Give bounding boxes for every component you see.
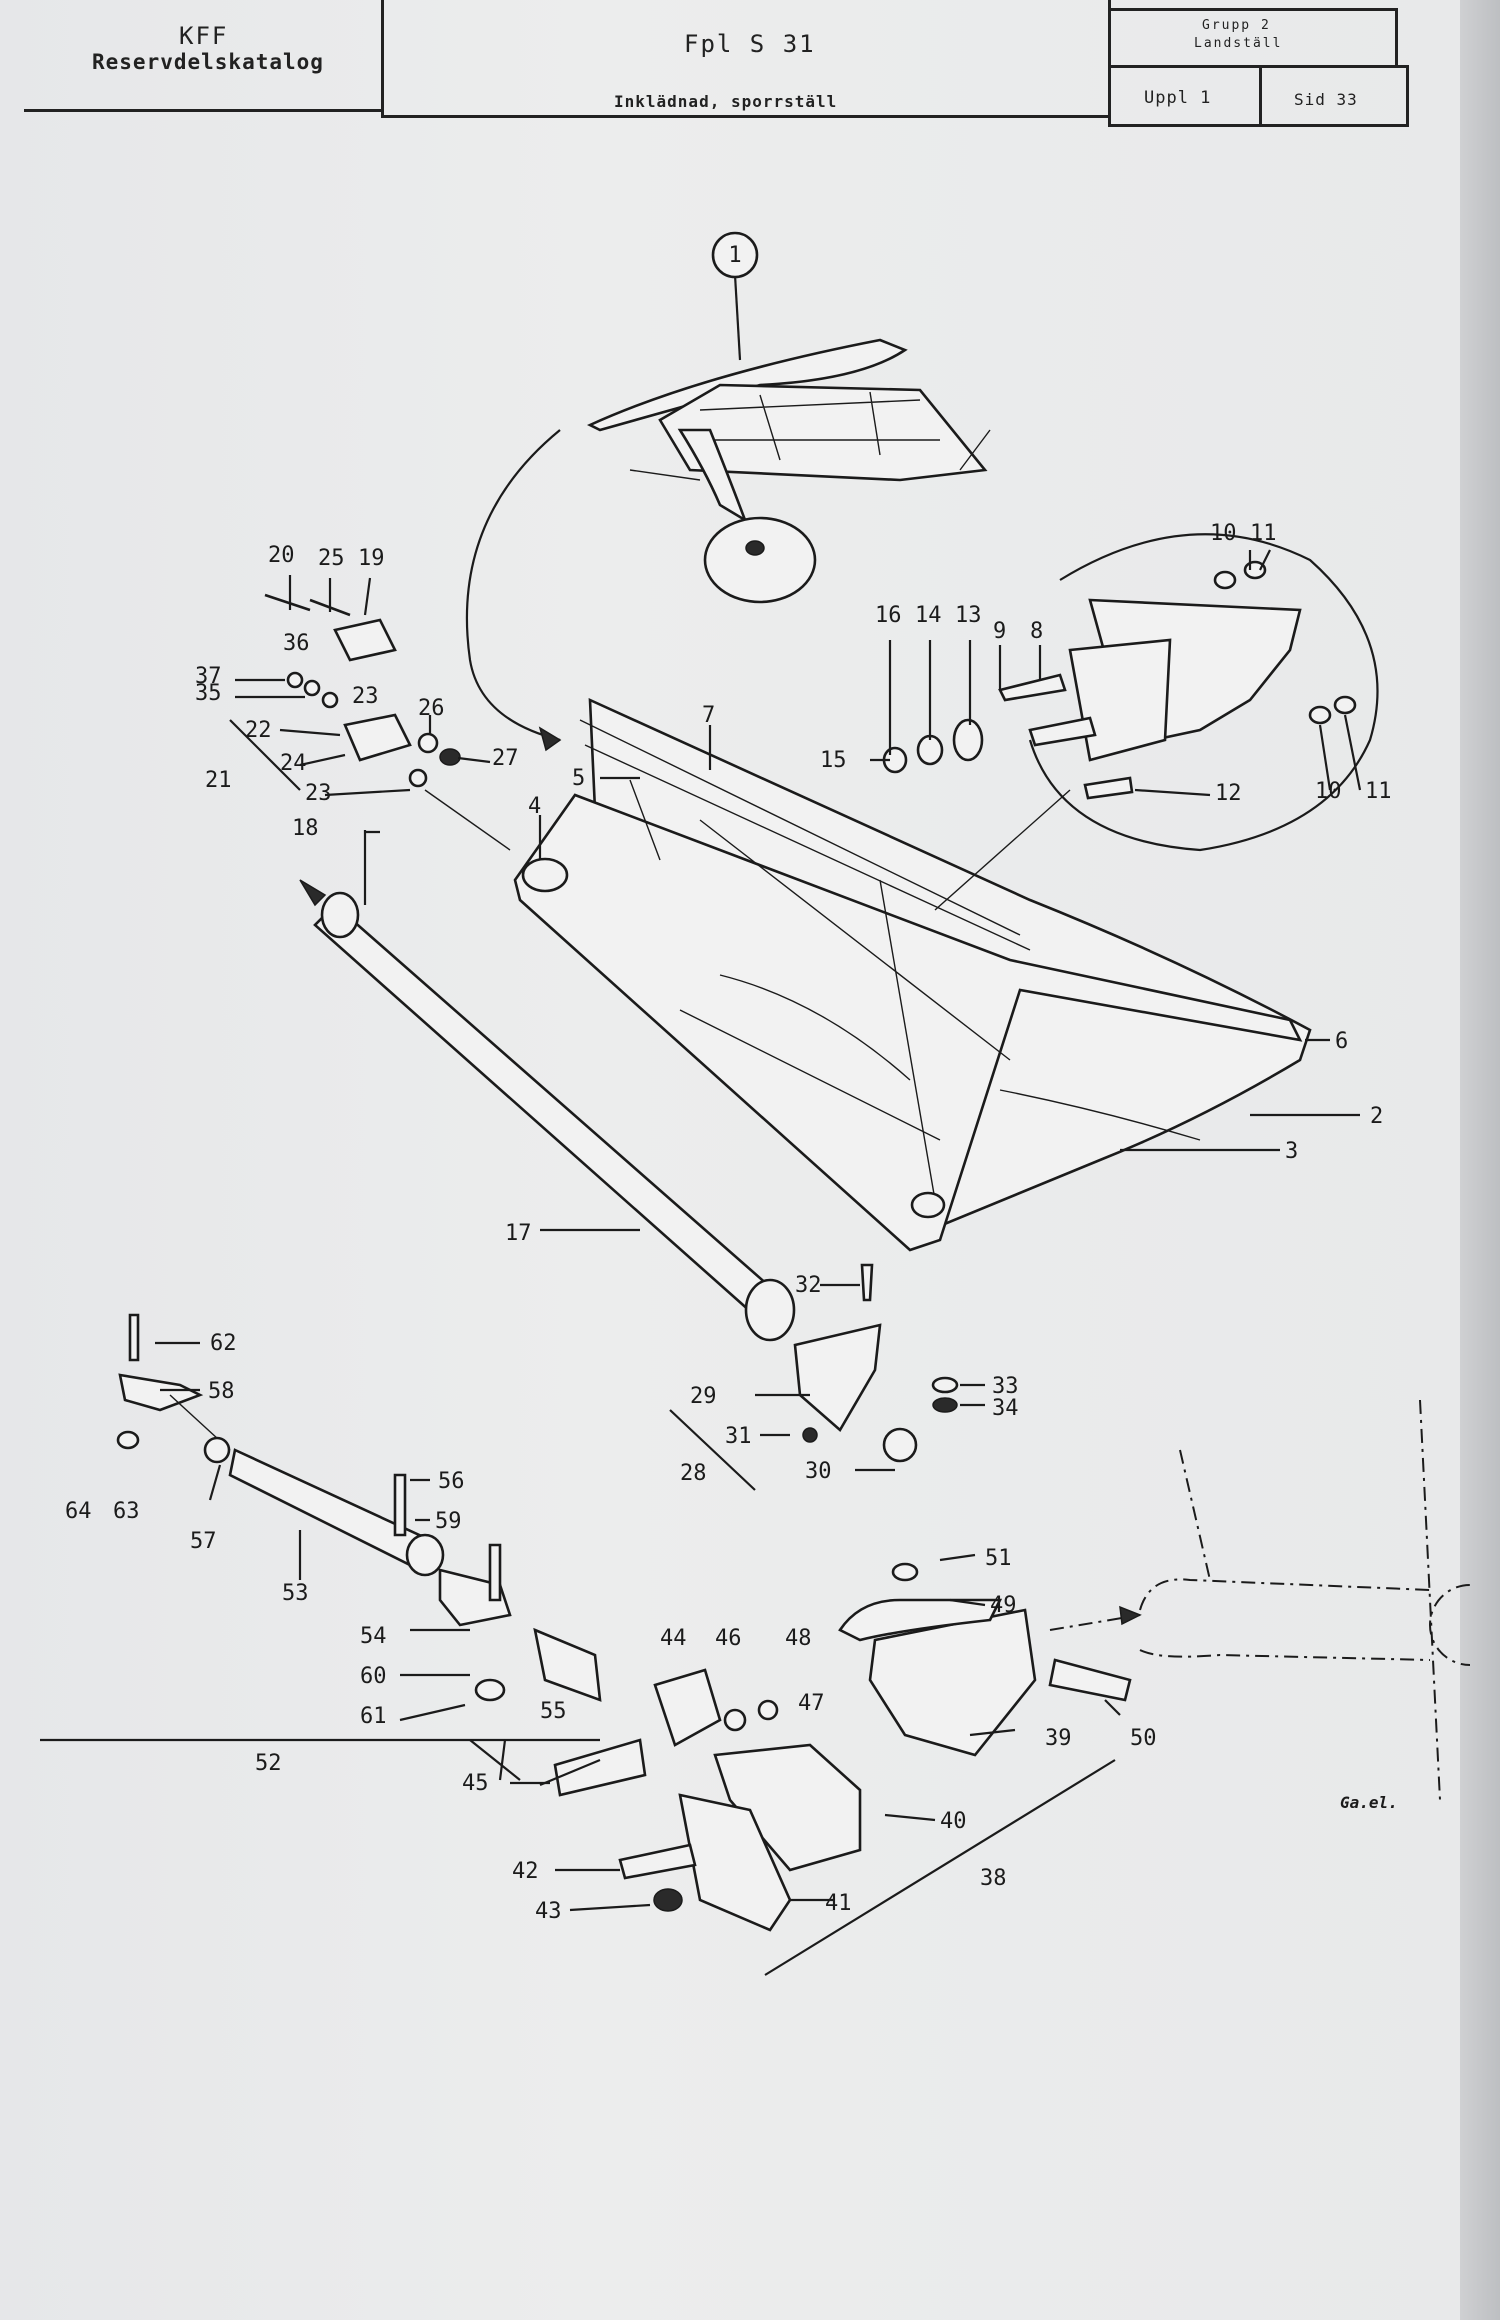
callout-44: 44 — [660, 1626, 687, 1651]
bracket-hardware-upper — [264, 593, 511, 851]
page-edge — [1460, 0, 1500, 2320]
callout-26: 26 — [418, 696, 445, 721]
callout-52: 52 — [255, 1751, 282, 1776]
catalog-title: Reservdelskatalog — [92, 50, 324, 74]
callout-25: 25 — [318, 546, 345, 571]
hinge-detail — [882, 533, 1379, 911]
callout-39: 39 — [1045, 1726, 1072, 1751]
callout-54: 54 — [360, 1624, 387, 1649]
callout-43: 43 — [535, 1899, 562, 1924]
callout-38: 38 — [980, 1866, 1007, 1891]
callout-7: 7 — [702, 703, 715, 728]
callout-1: 1 — [728, 243, 741, 268]
callout-10-bottom: 10 — [1315, 779, 1342, 804]
callout-61: 61 — [360, 1704, 387, 1729]
callout-49: 49 — [990, 1593, 1017, 1618]
callout-1-circle — [711, 231, 759, 279]
callout-36: 36 — [283, 631, 310, 656]
callout-20: 20 — [268, 543, 295, 568]
fuselage-reference-outline — [1049, 1399, 1470, 1801]
callout-10-top: 10 — [1210, 521, 1237, 546]
section-description: Inklädnad, sporrställ — [614, 92, 838, 111]
callout-16: 16 — [875, 603, 902, 628]
callout-23-top: 23 — [352, 684, 379, 709]
callout-50: 50 — [1130, 1726, 1157, 1751]
callout-47: 47 — [798, 1691, 825, 1716]
callout-28: 28 — [680, 1461, 707, 1486]
aircraft-designation: Fpl S 31 — [684, 30, 816, 58]
callout-33: 33 — [992, 1374, 1019, 1399]
org-code: KFF — [179, 22, 229, 50]
leader-lines — [155, 274, 1362, 1912]
callout-51: 51 — [985, 1546, 1012, 1571]
callout-6: 6 — [1335, 1029, 1348, 1054]
callout-35: 35 — [195, 681, 222, 706]
callout-18: 18 — [292, 816, 319, 841]
callout-60: 60 — [360, 1664, 387, 1689]
callout-64: 64 — [65, 1499, 92, 1524]
callout-3: 3 — [1285, 1139, 1298, 1164]
callout-11-top: 11 — [1250, 521, 1277, 546]
callout-55: 55 — [540, 1699, 567, 1724]
group-line-28 — [669, 1409, 756, 1491]
aircraft-tail-overview — [586, 338, 991, 604]
group-number: Grupp 2 — [1202, 18, 1271, 33]
callout-37: 37 — [195, 664, 222, 689]
callout-21: 21 — [205, 768, 232, 793]
callout-53: 53 — [282, 1581, 309, 1606]
callout-23-bottom: 23 — [305, 781, 332, 806]
push-rod-assembly — [116, 1313, 602, 1702]
torque-tube — [299, 830, 796, 1342]
callout-2: 2 — [1370, 1104, 1383, 1129]
callout-12: 12 — [1215, 781, 1242, 806]
callout-17: 17 — [505, 1221, 532, 1246]
fairing-assembly — [513, 697, 1312, 1252]
callout-30: 30 — [805, 1459, 832, 1484]
callout-15: 15 — [820, 748, 847, 773]
page-number: Sid 33 — [1294, 90, 1358, 109]
callout-13: 13 — [955, 603, 982, 628]
callout-8: 8 — [1030, 619, 1043, 644]
callout-41: 41 — [825, 1891, 852, 1916]
callout-9: 9 — [993, 619, 1006, 644]
callout-19: 19 — [358, 546, 385, 571]
callout-24: 24 — [280, 751, 307, 776]
group-line-38 — [764, 1759, 1116, 1976]
callout-63: 63 — [113, 1499, 140, 1524]
title-block: KFF Reservdelskatalog Fpl S 31 Inklädnad… — [24, 0, 1409, 132]
draftsman-signature: Ga.el. — [1340, 1793, 1398, 1812]
callout-34: 34 — [992, 1396, 1019, 1421]
callout-57: 57 — [190, 1529, 217, 1554]
callout-56: 56 — [438, 1469, 465, 1494]
callout-40: 40 — [940, 1809, 967, 1834]
callout-58: 58 — [208, 1379, 235, 1404]
callout-4: 4 — [528, 794, 541, 819]
callout-62: 62 — [210, 1331, 237, 1356]
callout-32: 32 — [795, 1273, 822, 1298]
callout-5: 5 — [572, 766, 585, 791]
lower-hinge-assembly — [553, 1562, 1132, 1932]
callout-14: 14 — [915, 603, 942, 628]
callout-48: 48 — [785, 1626, 812, 1651]
group-name: Landställ — [1194, 36, 1283, 51]
callout-27: 27 — [492, 746, 519, 771]
callout-45: 45 — [462, 1771, 489, 1796]
callout-46: 46 — [715, 1626, 742, 1651]
callout-31: 31 — [725, 1424, 752, 1449]
callout-22: 22 — [245, 718, 272, 743]
title-block-page-cell — [1259, 65, 1409, 127]
group-line-21 — [229, 719, 301, 791]
callout-11-bottom: 11 — [1365, 779, 1392, 804]
edition-number: Uppl 1 — [1144, 88, 1212, 108]
bracket-lower — [793, 1263, 959, 1463]
callout-29: 29 — [690, 1384, 717, 1409]
callout-42: 42 — [512, 1859, 539, 1884]
callout-59: 59 — [435, 1509, 462, 1534]
